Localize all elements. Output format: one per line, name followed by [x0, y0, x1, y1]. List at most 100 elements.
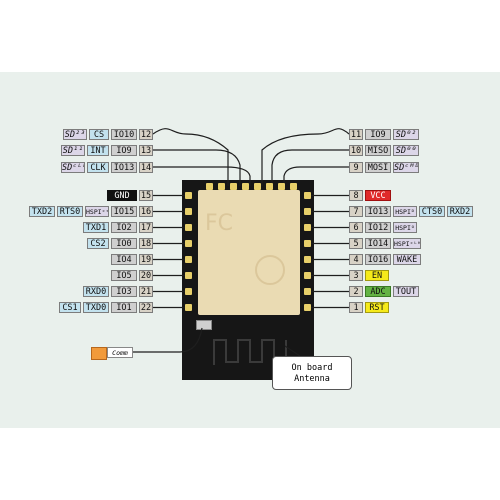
left-pin-function: RTS0 [57, 206, 83, 217]
left-pad [185, 224, 192, 231]
left-pin-gpio: IO10 [111, 129, 137, 140]
comm-label: Comm [107, 347, 133, 358]
left-pin-number: 15 [139, 190, 153, 201]
left-pin-function: CS1 [59, 302, 81, 313]
right-pin-gpio: MOSI [365, 162, 391, 173]
left-pin-number: 21 [139, 286, 153, 297]
right-pin-function: HSPIᴼ [393, 222, 417, 233]
top-pad [278, 183, 285, 190]
right-pin-number: 2 [349, 286, 363, 297]
top-pad [254, 183, 261, 190]
right-pin-function: HSPIᶜᴸᴷ [393, 238, 421, 249]
antenna-note: On board Antenna [272, 356, 352, 390]
left-pin-function: CS [89, 129, 109, 140]
right-pin-function: TOUT [393, 286, 419, 297]
left-pin-gpio: IO2 [111, 222, 137, 233]
right-pin-function: ADC [365, 286, 391, 297]
comm-icon [91, 347, 107, 360]
left-pin-gpio: IO4 [111, 254, 137, 265]
left-pin-function: INT [87, 145, 109, 156]
antenna-wire [284, 345, 301, 357]
left-pin-gpio: IO1 [111, 302, 137, 313]
right-pin-gpio: IO12 [365, 222, 391, 233]
antenna-line-1: On board [291, 363, 333, 373]
left-pin-function: RXD0 [83, 286, 109, 297]
right-pin-gpio: IO16 [365, 254, 391, 265]
right-pad [304, 272, 311, 279]
right-pin-function: HSPIᴰ [393, 206, 417, 217]
right-pin-gpio: IO14 [365, 238, 391, 249]
left-pin-function: CLK [87, 162, 109, 173]
right-pin-number: 11 [349, 129, 363, 140]
left-pad [185, 192, 192, 199]
left-pin-gpio: IO0 [111, 238, 137, 249]
right-pad [304, 240, 311, 247]
top-pad [218, 183, 225, 190]
comm-led [196, 320, 212, 330]
left-pin-gpio: IO3 [111, 286, 137, 297]
left-pad [185, 272, 192, 279]
right-pin-number: 9 [349, 162, 363, 173]
left-pin-number: 16 [139, 206, 153, 217]
right-pin-number: 3 [349, 270, 363, 281]
left-pin-function: TXD1 [83, 222, 109, 233]
right-pin-function: SD⁰⁰ [393, 145, 419, 156]
left-pin-function: SD²³ [63, 129, 87, 140]
right-pad [304, 304, 311, 311]
right-pad [304, 224, 311, 231]
left-pin-number: 18 [139, 238, 153, 249]
right-pin-number: 6 [349, 222, 363, 233]
left-pin-gpio: IO5 [111, 270, 137, 281]
left-pad [185, 288, 192, 295]
right-pin-number: 1 [349, 302, 363, 313]
top-pad [242, 183, 249, 190]
left-pin-function: HSPIᶜˢ [85, 206, 109, 217]
right-pad [304, 208, 311, 215]
right-pin-function: CTS0 [419, 206, 445, 217]
left-pin-gpio: IO15 [111, 206, 137, 217]
top-pad [230, 183, 237, 190]
right-wires [261, 128, 350, 309]
right-pin-number: 5 [349, 238, 363, 249]
left-pin-number: 14 [139, 162, 153, 173]
right-pad [304, 288, 311, 295]
right-pin-number: 8 [349, 190, 363, 201]
left-pin-function: GND [107, 190, 137, 201]
left-pad [185, 208, 192, 215]
left-pad [185, 256, 192, 263]
shield-mark: FC [205, 211, 233, 236]
top-pad [290, 183, 297, 190]
right-pin-function: SD⁰² [393, 129, 419, 140]
right-pin-gpio: IO9 [365, 129, 391, 140]
left-pad [185, 304, 192, 311]
left-pin-function: CS2 [87, 238, 109, 249]
right-pin-function: RXD2 [447, 206, 473, 217]
right-pin-number: 4 [349, 254, 363, 265]
left-wires [152, 128, 251, 309]
left-pin-number: 20 [139, 270, 153, 281]
left-pin-number: 22 [139, 302, 153, 313]
right-pin-function: EN [365, 270, 389, 281]
top-pad [266, 183, 273, 190]
right-pin-number: 10 [349, 145, 363, 156]
antenna-line-2: Antenna [294, 374, 330, 384]
left-pin-function: TXD2 [29, 206, 55, 217]
left-pin-number: 19 [139, 254, 153, 265]
left-pin-function: TXD0 [83, 302, 109, 313]
right-pin-gpio: MISO [365, 145, 391, 156]
shield-logo [255, 255, 285, 285]
left-pin-gpio: IO9 [111, 145, 137, 156]
right-pin-function: SDᶜᴹᴰ [393, 162, 419, 173]
left-pad [185, 240, 192, 247]
left-pin-number: 13 [139, 145, 153, 156]
right-pin-function: VCC [365, 190, 391, 201]
left-pin-gpio: IO13 [111, 162, 137, 173]
right-pin-gpio: IO13 [365, 206, 391, 217]
left-pin-function: SD¹¹ [61, 145, 85, 156]
top-pad [206, 183, 213, 190]
left-pin-number: 17 [139, 222, 153, 233]
left-pin-function: SDᶜᴸᴷ [61, 162, 85, 173]
right-pad [304, 256, 311, 263]
right-pin-number: 7 [349, 206, 363, 217]
